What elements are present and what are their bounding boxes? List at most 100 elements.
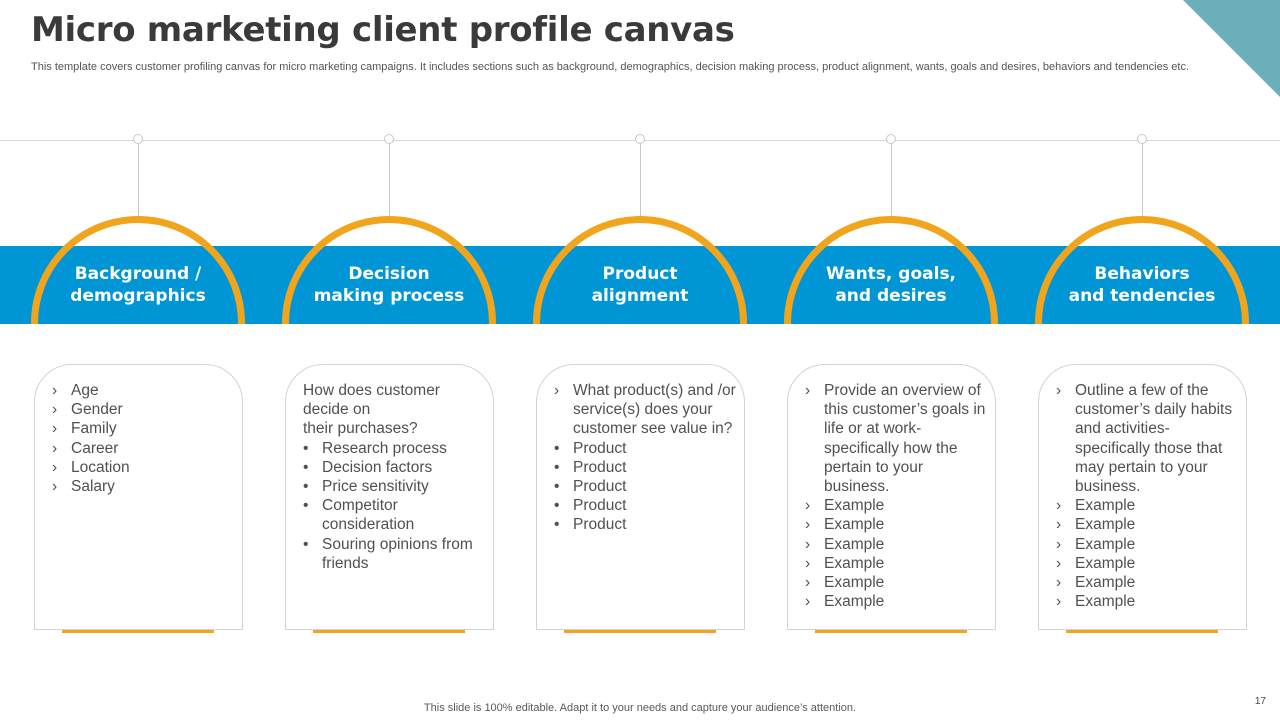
card-intro-line: How does customer (303, 382, 440, 399)
bullet-marker: › (554, 382, 560, 399)
page-subtitle: This template covers customer profiling … (31, 61, 1190, 73)
list-item: › Family (52, 419, 234, 438)
bullet-marker: › (1056, 535, 1062, 553)
list-item-text: Example (824, 554, 885, 572)
bullet-marker: • (554, 516, 560, 534)
bullet-marker: • (554, 497, 560, 515)
list-item-text: Product (573, 516, 627, 534)
bullet-marker: › (1056, 497, 1062, 515)
list-item: › Salary (52, 477, 234, 496)
list-item-text: Example (1075, 497, 1136, 515)
list-item: › Location (52, 458, 234, 477)
list-item: •Product (554, 477, 736, 496)
bullet-marker: › (1056, 593, 1062, 611)
column-title-line2: and tendencies (1068, 286, 1216, 306)
list-item: • Product (554, 439, 736, 458)
list-item-text: Example (824, 516, 885, 534)
connector-line (1142, 140, 1143, 220)
connector-line (891, 140, 892, 220)
list-item: ›Example (1056, 592, 1238, 611)
column-title-line2: and desires (835, 286, 947, 306)
timeline-dot (635, 134, 645, 144)
bullet-marker: › (805, 593, 811, 611)
card-accent-line (1066, 630, 1218, 633)
bullet-marker: › (52, 458, 58, 476)
list-item-text: Souring opinions from friends (322, 535, 473, 572)
list-item: ›Career (52, 439, 234, 458)
bullet-marker: › (52, 420, 58, 438)
list-item: •Decision factors (303, 458, 485, 477)
card-intro-line: decide on (303, 401, 371, 419)
column-title-line1: Product (602, 264, 678, 284)
list-item: ›Outline a few of the customer’s daily h… (1056, 381, 1238, 496)
corner-decoration (1183, 0, 1280, 97)
card-body: ›Provide an overview of this customer’s … (805, 381, 987, 611)
list-item: ›What product(s) and /or service(s) does… (554, 381, 736, 439)
list-item: ›Provide an overview of this customer’s … (805, 381, 987, 496)
list-item-text: Gender (71, 401, 123, 419)
column-title-line1: Behaviors (1094, 264, 1190, 284)
list-item-text: Example (1075, 535, 1136, 553)
card-accent-line (313, 630, 465, 633)
connector-line (138, 140, 139, 220)
bullet-marker: › (805, 554, 811, 572)
list-item-text: Example (1075, 574, 1136, 592)
column-title-line2: alignment (591, 286, 689, 306)
bullet-marker: › (805, 382, 811, 399)
list-item: • Product (554, 496, 736, 515)
list-item-text: Example (1075, 516, 1136, 534)
column-title: Background /demographics (31, 263, 245, 307)
column-title: Wants, goals,and desires (784, 263, 998, 307)
list-item: •Price sensitivity (303, 477, 485, 496)
bullet-marker: • (554, 439, 560, 457)
list-item-text: Family (71, 420, 117, 438)
column-title-line1: Decision (348, 264, 430, 284)
list-item-text: Product (573, 439, 627, 457)
card-accent-line (564, 630, 716, 633)
list-item: › Example (1056, 573, 1238, 592)
list-item: •Product (554, 458, 736, 477)
column-title-line1: Background / (74, 264, 202, 284)
bullet-marker: › (1056, 574, 1062, 592)
page-number: 17 (1254, 696, 1266, 707)
list-item: ›Example (805, 535, 987, 554)
card-accent-line (62, 630, 214, 633)
list-item: •Souring opinions from friends (303, 535, 485, 573)
connector-line (389, 140, 390, 220)
list-item-text: Competitor consideration (322, 497, 415, 534)
column-title-line2: making process (313, 286, 465, 306)
page-title: Micro marketing client profile canvas (31, 10, 735, 50)
bullet-marker: • (554, 478, 560, 496)
list-item-text: Research process (322, 439, 447, 457)
bullet-marker: • (554, 458, 560, 476)
bullet-marker: › (805, 497, 811, 515)
list-item-text: Salary (71, 478, 115, 496)
list-item-text: Product (573, 497, 627, 515)
list-item: › Example (805, 496, 987, 515)
list-item-text: Price sensitivity (322, 478, 429, 496)
column-title-line1: Wants, goals, (825, 264, 957, 284)
card-body: ›Age›Gender›Family›Career›Location›Salar… (52, 381, 234, 496)
card-body: ›What product(s) and /or service(s) does… (554, 381, 736, 535)
list-item: ›Example (1056, 554, 1238, 573)
list-item: › Example (805, 554, 987, 573)
timeline-dot (886, 134, 896, 144)
list-item-text: Example (824, 497, 885, 515)
list-item-text: Outline a few of the customer’s daily ha… (1075, 382, 1233, 496)
card-body: › Outline a few of the customer’s daily h… (1056, 381, 1238, 611)
list-item-text: Example (1075, 554, 1136, 572)
card-intro-line: their purchases? (303, 420, 418, 438)
connector-line (640, 140, 641, 220)
list-item-text: Location (71, 458, 130, 476)
timeline-dot (1137, 134, 1147, 144)
content-card: ›Age›Gender›Family›Career›Location›Salar… (34, 364, 243, 630)
card-accent-line (815, 630, 967, 633)
list-item: › Example (1056, 496, 1238, 515)
list-item: ›Age (52, 381, 234, 400)
list-item: ›Example (1056, 515, 1238, 534)
list-item: ›Example (805, 515, 987, 534)
bullet-marker: › (52, 478, 58, 496)
